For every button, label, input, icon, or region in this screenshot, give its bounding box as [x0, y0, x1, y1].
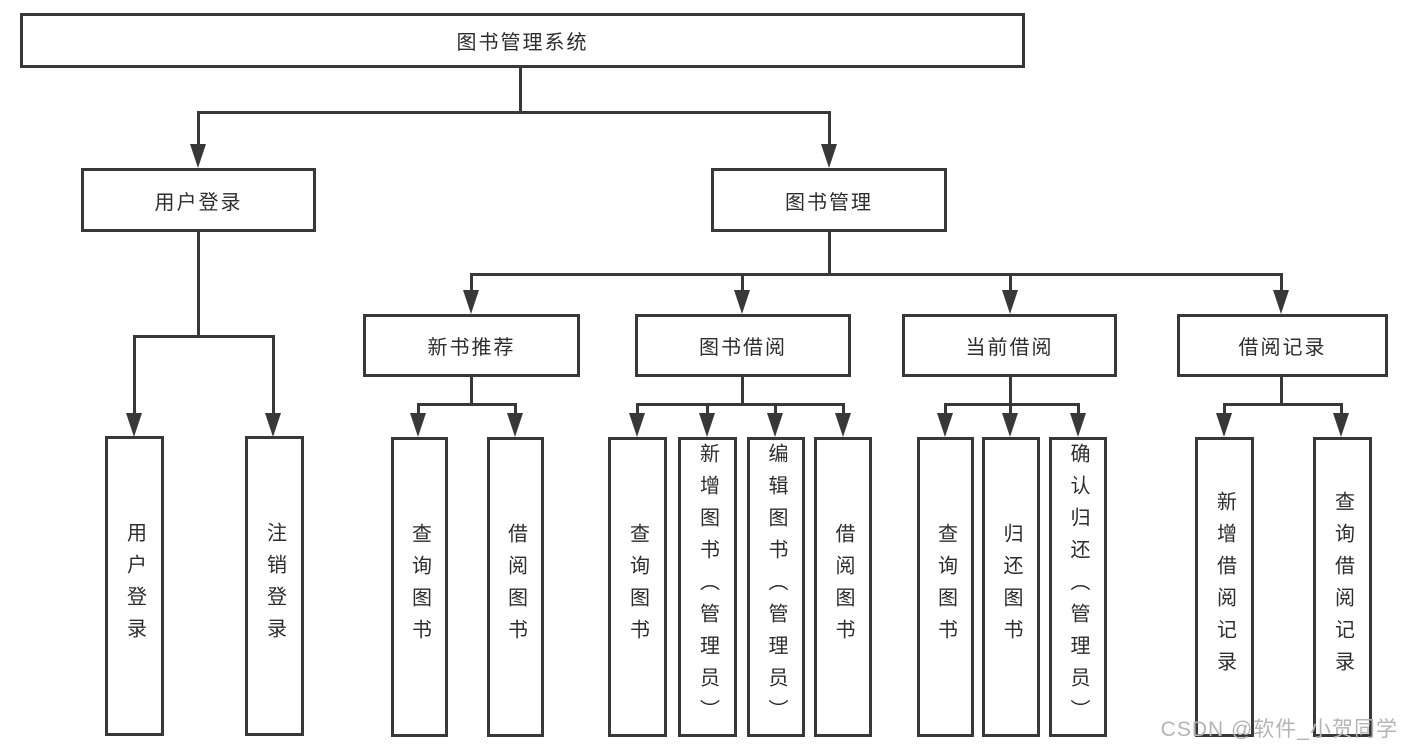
- connector-stem: [1223, 403, 1226, 416]
- arrow-down-icon: [463, 290, 479, 314]
- arrow-down-icon: [937, 413, 953, 437]
- connector-stem: [197, 111, 200, 146]
- csdn-watermark: CSDN @软件_小贺同学: [1160, 718, 1398, 741]
- node-label: 借阅记录: [1238, 337, 1327, 359]
- node-label: 用户登录: [123, 522, 146, 650]
- connector-level3-rail: [470, 273, 1283, 276]
- node-label: 用户登录: [154, 191, 243, 214]
- connector-stem: [470, 273, 473, 295]
- node-current-borrowing: 当前借阅: [902, 314, 1117, 377]
- node-new-book-recommend: 新书推荐: [363, 314, 580, 377]
- connector-root-trunk: [519, 68, 522, 114]
- node-bb-add-books-admin: 新增图书（管理员）: [678, 437, 737, 737]
- node-ul-user-login: 用户登录: [105, 436, 164, 736]
- node-book-management: 图书管理: [711, 168, 947, 232]
- connector-group-rail: [417, 403, 517, 406]
- connector-group-rail: [1223, 403, 1343, 406]
- node-label: 图书管理系统: [456, 32, 589, 54]
- arrow-down-icon: [699, 413, 715, 437]
- arrow-down-icon: [1070, 413, 1086, 437]
- arrow-down-icon: [190, 144, 206, 168]
- node-label: 借阅图书: [832, 523, 854, 651]
- connector-stem: [944, 403, 947, 416]
- connector-group-trunk: [1280, 377, 1283, 406]
- connector-stem: [828, 111, 831, 146]
- connector-stem: [417, 403, 420, 416]
- connector-stem: [774, 403, 777, 416]
- arrow-down-icon: [410, 413, 426, 437]
- connector-stem: [842, 403, 845, 416]
- connector-stem: [1009, 403, 1012, 416]
- connector-mgmt-trunk: [828, 232, 831, 276]
- node-cb-query-books: 查询图书: [917, 437, 974, 737]
- connector-stem: [514, 403, 517, 416]
- node-ul-logout: 注销登录: [245, 436, 304, 736]
- node-label: 确认归还（管理员）: [1067, 443, 1089, 731]
- node-label: 查询图书: [626, 523, 649, 651]
- connector-stem: [1340, 403, 1343, 416]
- node-bb-edit-books-admin: 编辑图书（管理员）: [747, 437, 805, 737]
- node-label: 借阅图书: [504, 523, 527, 651]
- node-br-add-record: 新增借阅记录: [1195, 437, 1254, 737]
- node-label: 新书推荐: [427, 337, 516, 359]
- node-book-borrowing: 图书借阅: [635, 314, 851, 377]
- arrow-down-icon: [265, 413, 281, 437]
- connector-stem: [1077, 403, 1080, 416]
- node-label: 新增图书（管理员）: [696, 443, 719, 731]
- arrow-down-icon: [507, 413, 523, 437]
- node-nb-borrow-books: 借阅图书: [487, 437, 544, 737]
- connector-group-trunk: [1009, 377, 1012, 406]
- node-label: 查询图书: [934, 523, 957, 651]
- node-user-login: 用户登录: [81, 168, 316, 232]
- arrow-down-icon: [1002, 413, 1018, 437]
- connector-stem: [706, 403, 709, 416]
- arrow-down-icon: [1273, 290, 1289, 314]
- connector-stem: [1280, 273, 1283, 295]
- connector-stem: [272, 335, 275, 415]
- node-label: 编辑图书（管理员）: [765, 443, 787, 731]
- connector-level2-rail: [197, 111, 831, 114]
- node-label: 当前借阅: [965, 337, 1054, 359]
- arrow-down-icon: [1333, 413, 1349, 437]
- connector-stem: [133, 335, 136, 415]
- node-br-query-record: 查询借阅记录: [1313, 437, 1372, 737]
- connector-group-trunk: [741, 377, 744, 406]
- connector-user-trunk: [197, 232, 200, 338]
- node-borrow-records: 借阅记录: [1177, 314, 1388, 377]
- node-cb-return-books: 归还图书: [982, 437, 1040, 737]
- node-label: 注销登录: [263, 522, 286, 650]
- connector-user-rail: [133, 335, 275, 338]
- node-library-system: 图书管理系统: [20, 13, 1025, 68]
- node-label: 新增借阅记录: [1213, 491, 1236, 683]
- node-label: 查询图书: [408, 523, 431, 651]
- arrow-down-icon: [126, 413, 142, 437]
- connector-stem: [741, 273, 744, 295]
- connector-group-trunk: [470, 377, 473, 406]
- arrow-down-icon: [734, 290, 750, 314]
- arrow-down-icon: [767, 413, 783, 437]
- node-label: 图书管理: [785, 191, 873, 214]
- node-cb-confirm-return-admin: 确认归还（管理员）: [1049, 437, 1107, 737]
- node-bb-borrow-books: 借阅图书: [814, 437, 872, 737]
- connector-stem: [636, 403, 639, 416]
- connector-group-rail: [944, 403, 1080, 406]
- arrow-down-icon: [1216, 413, 1232, 437]
- arrow-down-icon: [629, 413, 645, 437]
- node-label: 归还图书: [1000, 523, 1022, 651]
- arrow-down-icon: [821, 144, 837, 168]
- connector-group-rail: [636, 403, 845, 406]
- connector-stem: [1009, 273, 1012, 295]
- node-nb-query-books: 查询图书: [391, 437, 448, 737]
- arrow-down-icon: [1002, 290, 1018, 314]
- node-label: 图书借阅: [699, 337, 787, 359]
- node-label: 查询借阅记录: [1331, 491, 1354, 683]
- node-bb-query-books: 查询图书: [608, 437, 667, 737]
- arrow-down-icon: [835, 413, 851, 437]
